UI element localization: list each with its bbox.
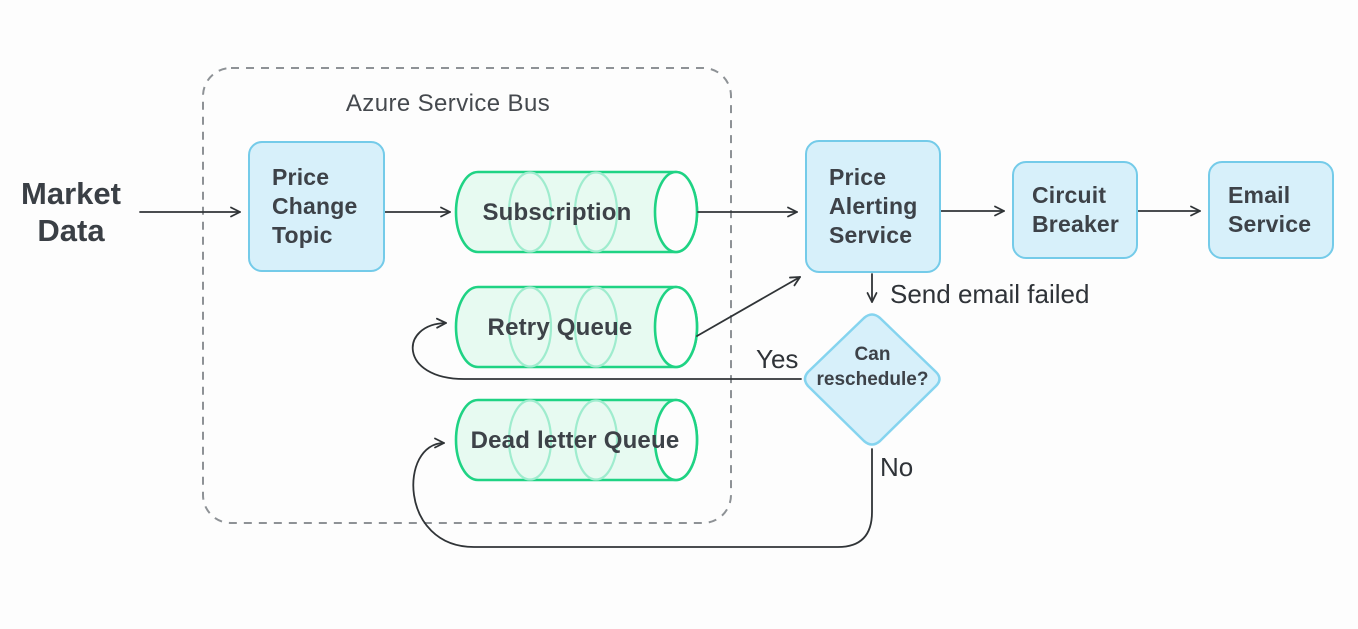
node-price-change-topic: Price Change Topic (248, 141, 385, 272)
node-label: Circuit Breaker (1032, 182, 1120, 237)
cylinder-divider (573, 286, 619, 368)
cylinder-divider (507, 399, 553, 481)
retry-queue-label: Retry Queue (487, 314, 633, 341)
cylinder-divider (507, 286, 553, 368)
node-label: Email Service (1228, 182, 1312, 237)
cylinder-endcap (653, 285, 699, 369)
node-price-alerting-service: Price Alerting Service (805, 140, 941, 273)
cylinder-divider (573, 399, 619, 481)
yes-label: Yes (756, 344, 799, 374)
node-label: Price Change Topic (272, 164, 358, 248)
decision-label: Can reschedule? (816, 344, 929, 390)
send-email-failed-label: Send email failed (890, 279, 1090, 309)
dead-letter-queue-label: Dead letter Queue (470, 427, 680, 454)
no-label: No (880, 452, 914, 482)
node-email-service: Email Service (1208, 161, 1334, 259)
node-label: Price Alerting Service (829, 164, 918, 248)
cylinder-divider (507, 171, 553, 253)
cylinder-endcap (653, 398, 699, 482)
decision-diamond (803, 313, 941, 446)
cylinder-endcap (653, 170, 699, 254)
cylinder-divider (573, 171, 619, 253)
edge-yes-to-retry (411, 317, 802, 380)
retry-queue-cylinder (454, 285, 699, 369)
edge-no-to-dead-letter (412, 437, 873, 548)
dead-letter-queue-cylinder (454, 398, 699, 482)
node-circuit-breaker: Circuit Breaker (1012, 161, 1138, 259)
edge-retry-to-alerting (696, 276, 801, 337)
market-data-label: Market Data (21, 176, 121, 248)
subscription-label: Subscription (482, 199, 632, 226)
service-bus-label: Azure Service Bus (345, 90, 551, 117)
subscription-cylinder (454, 170, 699, 254)
